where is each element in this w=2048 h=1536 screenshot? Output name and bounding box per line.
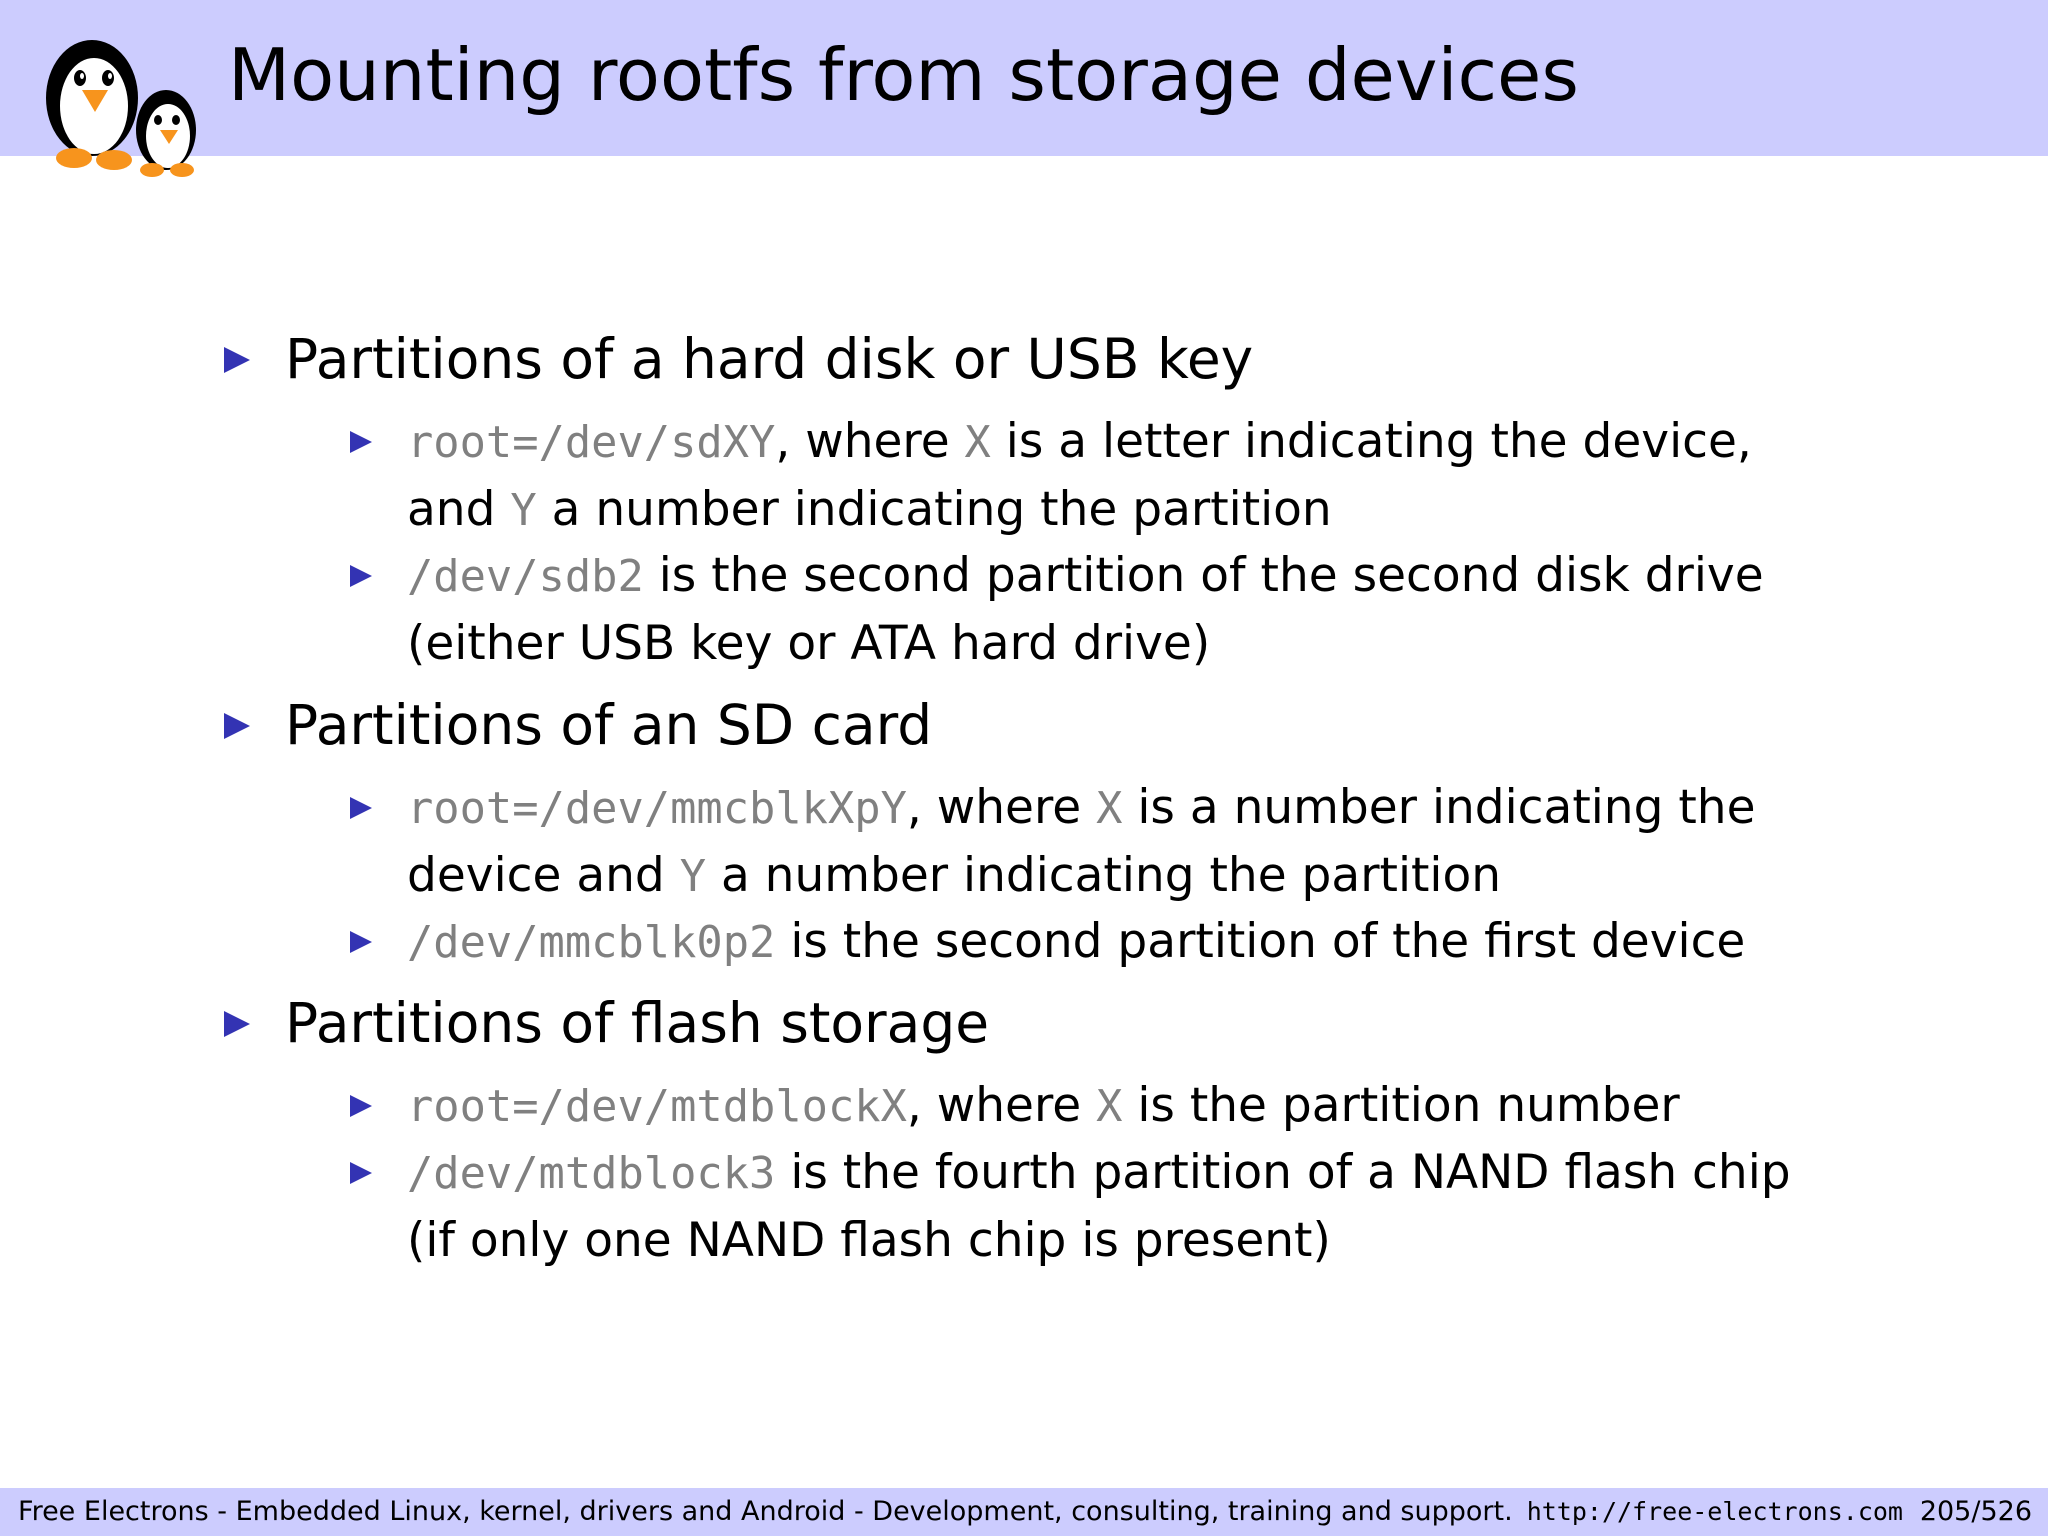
code-text: /dev/mtdblock3: [407, 1148, 776, 1199]
item-text: , where: [775, 414, 965, 469]
bullet-triangle-icon: [350, 565, 372, 587]
code-text: X: [964, 417, 991, 468]
penguin-logo-icon: [46, 40, 196, 177]
footer-info: Free Electrons - Embedded Linux, kernel,…: [18, 1488, 1903, 1536]
list-item: /dev/sdb2 is the second partition of the…: [407, 542, 1764, 677]
item-text: and: [407, 482, 511, 537]
footer-description: Free Electrons - Embedded Linux, kernel,…: [18, 1496, 1513, 1527]
bullet-triangle-icon: [350, 1095, 372, 1117]
bullet-triangle-icon: [350, 797, 372, 819]
code-text: root=/dev/sdXY: [407, 417, 776, 468]
item-text: is the fourth partition of a NAND flash …: [775, 1145, 1791, 1200]
list-item: /dev/mtdblock3 is the fourth partition o…: [407, 1139, 1791, 1274]
item-text: is the second partition of the second di…: [643, 548, 1764, 603]
code-text: /dev/mmcblk0p2: [407, 917, 776, 968]
section-heading: Partitions of a hard disk or USB key: [285, 327, 1254, 391]
code-text: X: [1096, 783, 1123, 834]
bullet-triangle-icon: [350, 431, 372, 453]
item-text: , where: [906, 1078, 1097, 1133]
code-text: Y: [510, 485, 537, 536]
bullet-triangle-icon: [224, 1011, 250, 1037]
list-item: root=/dev/mmcblkXpY, where X is a number…: [407, 774, 1756, 910]
footer-url-link[interactable]: http://free-electrons.com: [1526, 1497, 1903, 1526]
code-text: Y: [679, 851, 706, 902]
item-text: (either USB key or ATA hard drive): [407, 616, 1211, 671]
bullet-triangle-icon: [350, 931, 372, 953]
section-heading: Partitions of flash storage: [285, 991, 990, 1055]
code-text: root=/dev/mtdblockX: [407, 1081, 907, 1132]
section-heading: Partitions of an SD card: [285, 693, 933, 757]
bullet-triangle-icon: [350, 1162, 372, 1184]
item-text: is a number indicating the: [1122, 780, 1756, 835]
slide-title: Mounting rootfs from storage devices: [228, 33, 1579, 117]
item-text: is the second partition of the first dev…: [775, 914, 1746, 969]
code-text: /dev/sdb2: [407, 551, 644, 602]
list-item: root=/dev/mtdblockX, where X is the part…: [407, 1072, 1680, 1140]
code-text: root=/dev/mmcblkXpY: [407, 783, 907, 834]
slide-header: [0, 0, 2048, 156]
list-item: root=/dev/sdXY, where X is a letter indi…: [407, 408, 1752, 544]
item-text: device and: [407, 848, 680, 903]
item-text: a number indicating the partition: [536, 482, 1332, 537]
page-number: 205/526: [1919, 1496, 2032, 1527]
bullet-triangle-icon: [224, 347, 250, 373]
bullet-triangle-icon: [224, 713, 250, 739]
code-text: X: [1096, 1081, 1123, 1132]
list-item: /dev/mmcblk0p2 is the second partition o…: [407, 908, 1745, 976]
item-text: (if only one NAND flash chip is present): [407, 1213, 1331, 1268]
item-text: , where: [906, 780, 1097, 835]
item-text: is a letter indicating the device,: [990, 414, 1752, 469]
item-text: a number indicating the partition: [706, 848, 1502, 903]
slide-footer: Free Electrons - Embedded Linux, kernel,…: [0, 1488, 2048, 1536]
item-text: is the partition number: [1122, 1078, 1680, 1133]
